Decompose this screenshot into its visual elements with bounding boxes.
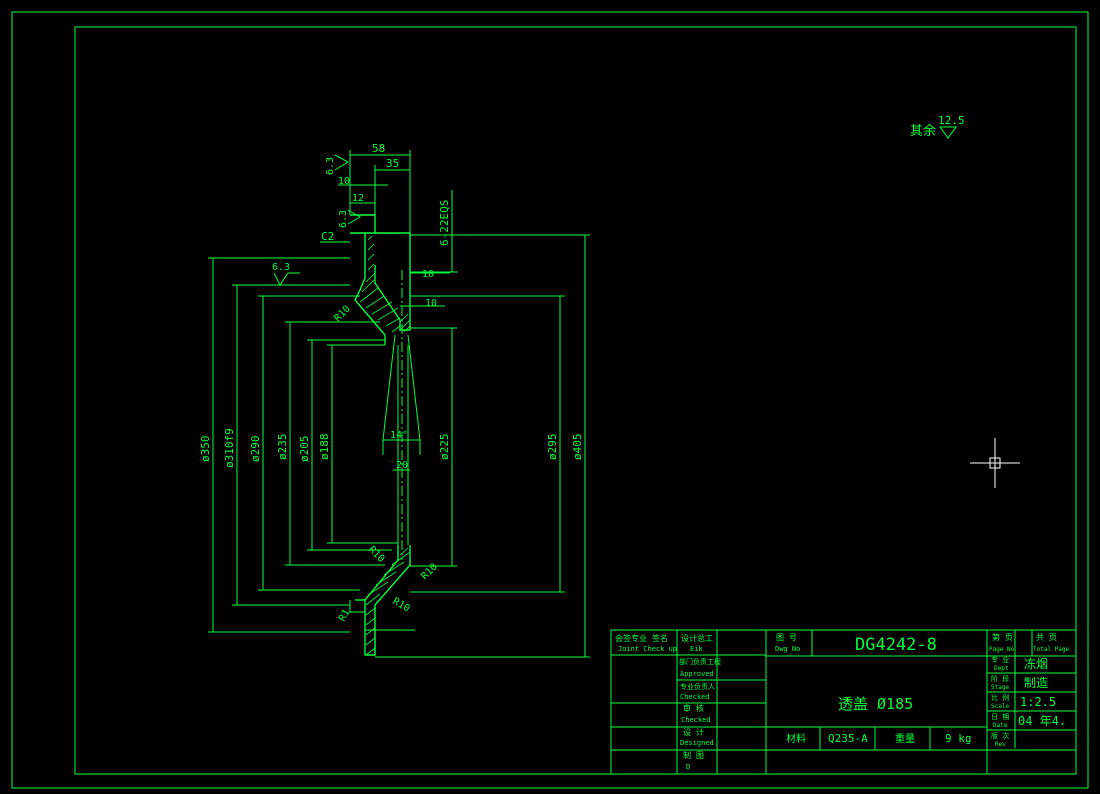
page-cn: 第 页: [992, 632, 1013, 642]
dim-350: ø350: [199, 436, 212, 463]
design-en: Designed: [680, 739, 714, 747]
review-cn: 审 核: [683, 703, 704, 713]
dim-405: ø405: [571, 434, 584, 461]
dim-225: ø225: [438, 434, 451, 461]
roughness-b-icon: [347, 209, 361, 225]
design-dept-en: Eik: [690, 645, 703, 653]
dim-10c: 10: [425, 298, 437, 309]
crosshair-cursor-icon: [970, 438, 1020, 488]
part-section: [349, 214, 421, 656]
dim-10b: 10: [422, 269, 434, 280]
scale-cn: 比 例: [991, 693, 1009, 702]
roughness-c-icon: [273, 272, 300, 286]
outer-border: [11, 11, 1089, 789]
dim-35: 35: [386, 157, 399, 170]
total-en: Total Page: [1033, 646, 1070, 653]
inner-border: [74, 26, 1077, 775]
rev-cn: 版 次: [991, 731, 1009, 740]
material-label: 材料: [786, 732, 806, 745]
radius-r1: R1: [337, 608, 353, 624]
date-value: 04 年4.: [1018, 714, 1066, 728]
draw-cn: 制 图: [683, 750, 704, 760]
radius-r10b: R10: [366, 544, 387, 565]
dim-290: ø290: [249, 436, 262, 463]
stage-value: 制造: [1024, 676, 1048, 690]
surface-finish-note: 其余 12.5: [910, 114, 965, 139]
joint-check-en: Joint Check up: [618, 645, 677, 653]
scale-en: Scale: [991, 703, 1009, 710]
dimensions: ø350 ø310f9 ø290 ø235 ø205 ø188 ø225 ø29…: [199, 142, 590, 658]
rough-63c: 6.3: [272, 262, 290, 273]
dim-20: 20: [396, 460, 408, 471]
material-value: Q235-A: [828, 732, 868, 745]
roughness-symbol-icon: [939, 126, 957, 139]
rough-63a: 6.3: [325, 157, 336, 175]
date-en: Date: [993, 722, 1008, 729]
drawing-number: DG4242-8: [855, 635, 937, 655]
radius-r10a: R10: [332, 304, 353, 325]
dim-188: ø188: [318, 434, 331, 461]
rev-en: Rev: [995, 741, 1006, 748]
approved-cn: 部门负责工程: [679, 657, 721, 666]
weight-value: 9 kg: [945, 732, 972, 745]
rough-63b: 6.3: [338, 210, 349, 228]
part-name: 透盖 Ø185: [838, 695, 913, 713]
draw-en: D: [686, 763, 690, 771]
radius-r10c: R10: [419, 562, 440, 583]
checked-by-en: Checked: [680, 693, 710, 701]
dim-310: ø310f9: [223, 428, 236, 468]
dim-14deg: 14°: [390, 430, 408, 441]
dept-cn: 专 业: [991, 655, 1009, 664]
approved-en: Approved: [680, 670, 714, 678]
drawing-no-cn: 图 号: [776, 633, 797, 642]
dept-value: 冻烟: [1024, 656, 1048, 671]
surface-note-value: 12.5: [938, 114, 965, 127]
joint-check-cn: 会签专业 签名: [615, 633, 668, 643]
design-cn: 设 计: [683, 727, 704, 737]
design-dept-cn: 设计总工: [681, 633, 713, 643]
radius-r10d: R10: [391, 596, 412, 615]
date-cn: 日 期: [991, 713, 1009, 721]
total-cn: 共 页: [1036, 633, 1057, 642]
spec-label: 6-22EQS: [438, 200, 451, 246]
dim-10a: 10: [338, 176, 350, 187]
surface-note-label: 其余: [910, 123, 936, 139]
dept-en: Dept: [994, 665, 1009, 672]
scale-value: 1:2.5: [1020, 695, 1056, 709]
dim-12: 12: [352, 193, 364, 204]
title-block: 会签专业 签名 Joint Check up 设计总工 Eik 部门负责工程 A…: [610, 629, 1077, 775]
drawing-no-en: Dwg No: [775, 645, 800, 653]
page-en: Page No: [989, 646, 1015, 653]
dim-235: ø235: [276, 434, 289, 461]
dim-58: 58: [372, 142, 385, 155]
stage-en: Stage: [991, 684, 1009, 691]
roughness-a-icon: [334, 154, 350, 171]
dim-295: ø295: [546, 434, 559, 461]
chamfer-c2: C2: [321, 230, 334, 243]
weight-label: 重量: [895, 732, 915, 745]
stage-cn: 阶 段: [991, 674, 1009, 683]
checked-by-cn: 专业负责人: [680, 682, 715, 691]
review-en: Checked: [681, 716, 711, 724]
dim-205: ø205: [298, 436, 311, 463]
